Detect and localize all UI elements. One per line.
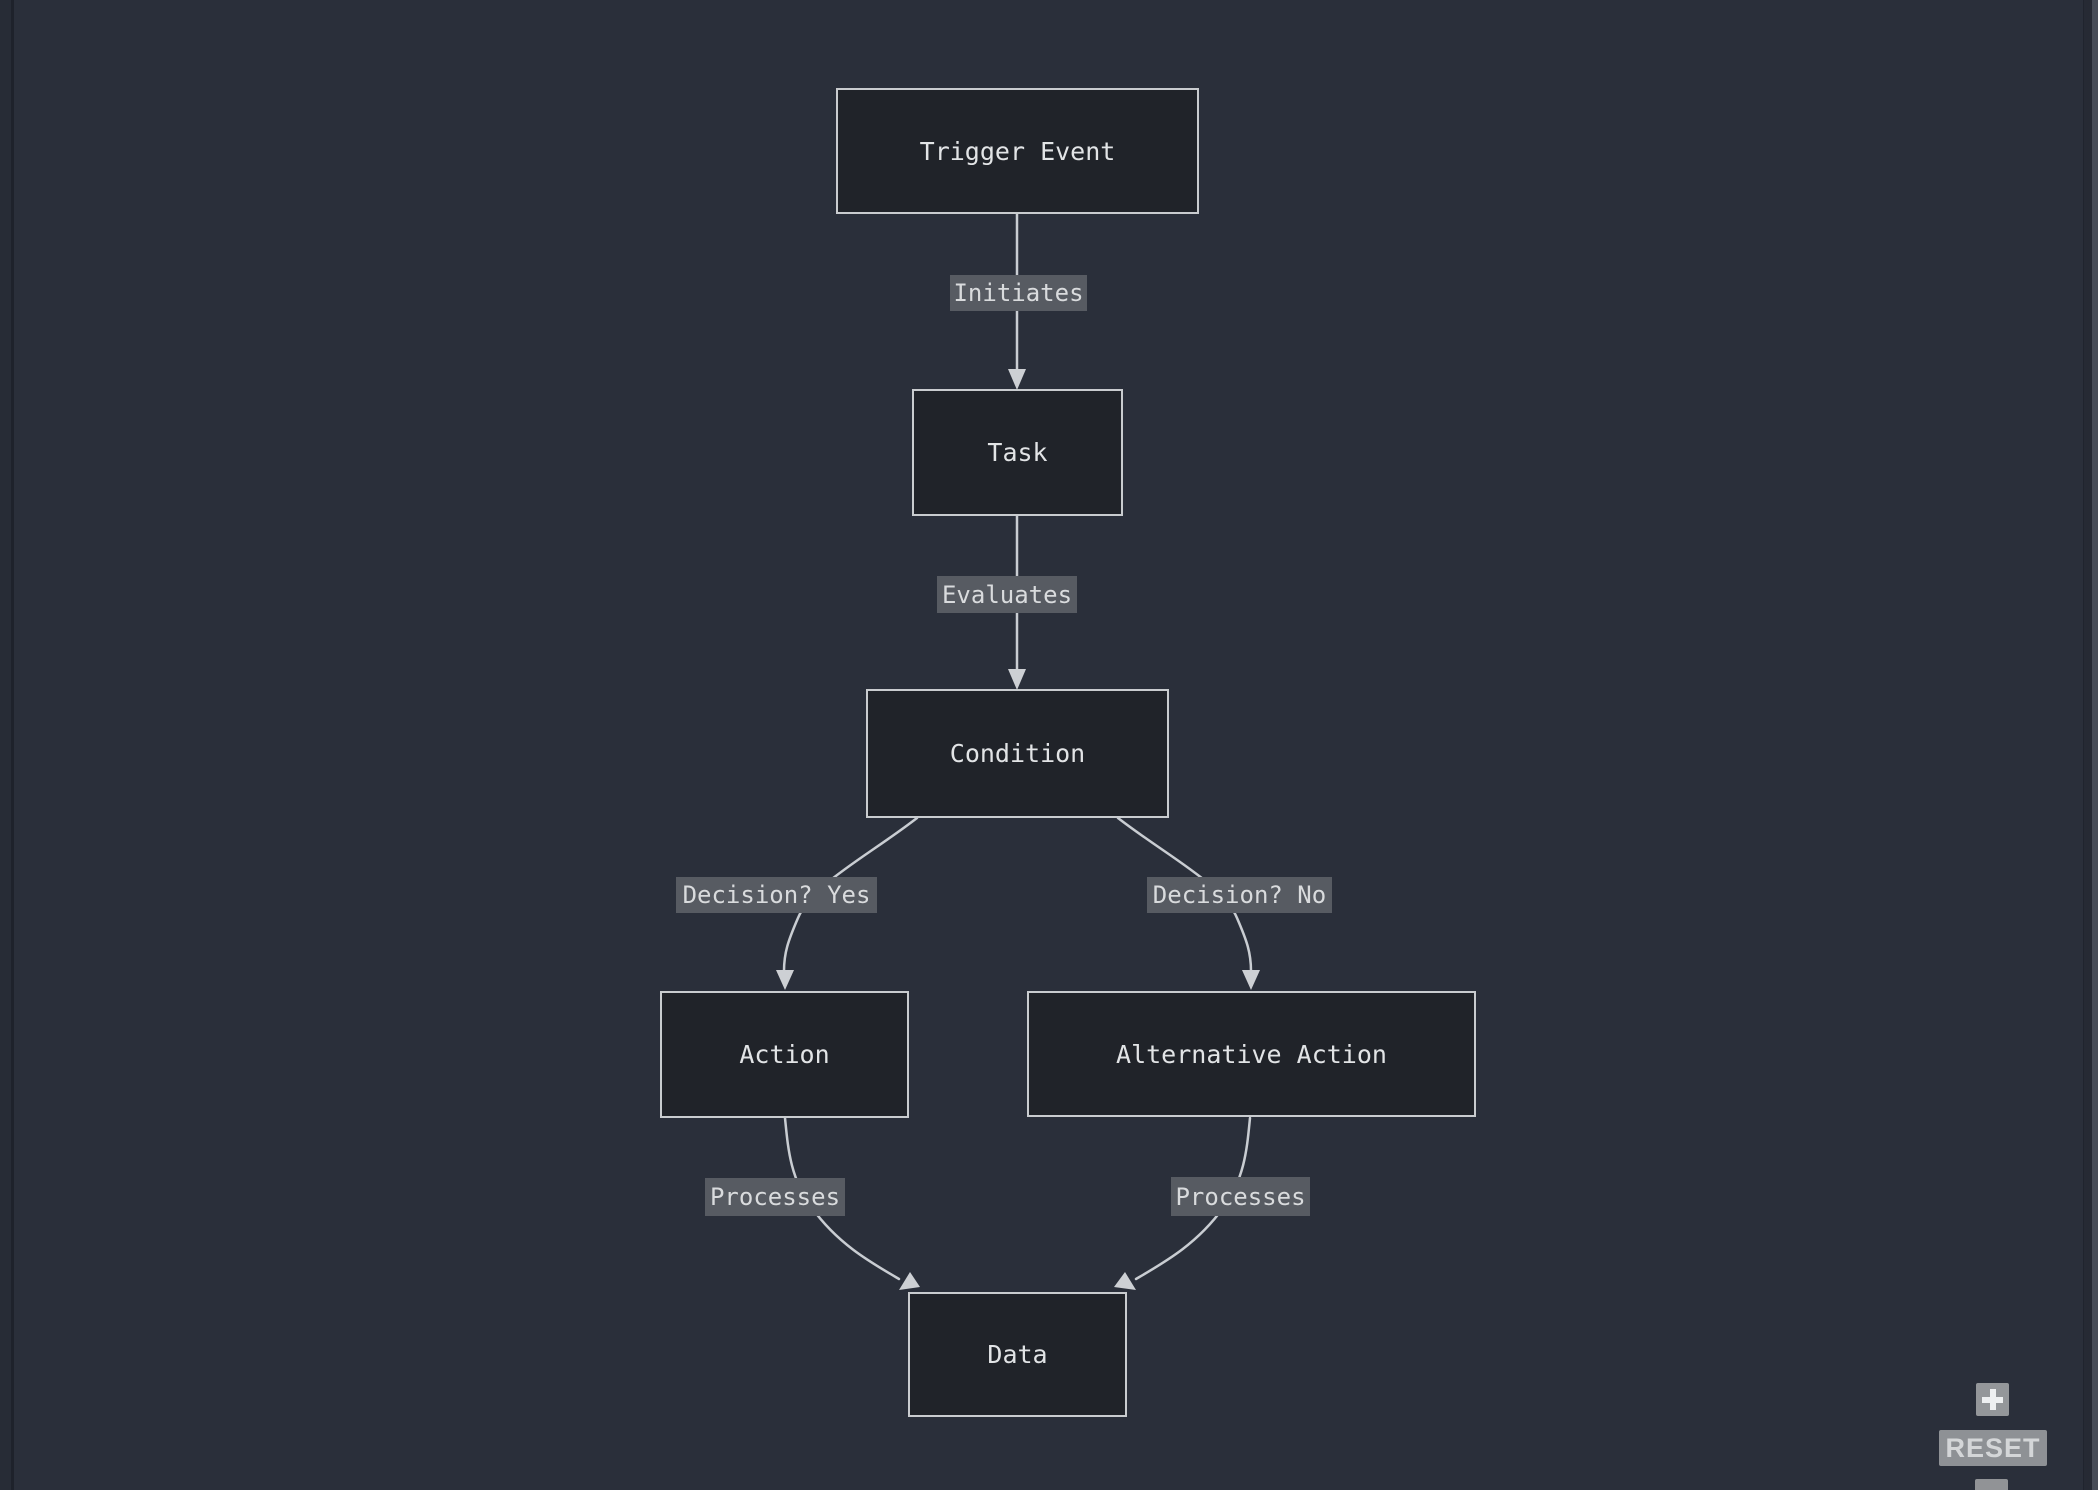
zoom-in-button[interactable] <box>1976 1383 2009 1416</box>
node-condition[interactable]: Condition <box>866 689 1169 818</box>
arrowhead-data-left <box>899 1272 920 1290</box>
arrowhead-data-right <box>1114 1272 1136 1290</box>
edge-label-processes-right: Processes <box>1171 1177 1310 1216</box>
left-panel-divider <box>11 0 14 1490</box>
reset-button[interactable]: RESET <box>1939 1430 2047 1466</box>
arrowhead-action <box>776 970 794 990</box>
node-alternative-action[interactable]: Alternative Action <box>1027 991 1476 1117</box>
arrowhead-task <box>1008 369 1026 390</box>
plus-icon <box>1976 1383 2009 1416</box>
edge-label-decision-no: Decision? No <box>1147 877 1332 913</box>
node-trigger-event[interactable]: Trigger Event <box>836 88 1199 214</box>
arrowhead-condition <box>1008 669 1026 690</box>
zoom-out-button-partial[interactable] <box>1975 1479 2008 1490</box>
arrowhead-alternative <box>1242 970 1260 990</box>
edge-label-initiates: Initiates <box>950 275 1087 311</box>
node-data[interactable]: Data <box>908 1292 1127 1417</box>
left-edge-strip <box>0 0 11 1490</box>
right-edge-highlight <box>2092 0 2098 1490</box>
edge-label-processes-left: Processes <box>705 1178 845 1216</box>
edge-label-evaluates: Evaluates <box>937 576 1077 613</box>
edge-label-decision-yes: Decision? Yes <box>676 877 877 913</box>
node-task[interactable]: Task <box>912 389 1123 516</box>
node-action[interactable]: Action <box>660 991 909 1118</box>
